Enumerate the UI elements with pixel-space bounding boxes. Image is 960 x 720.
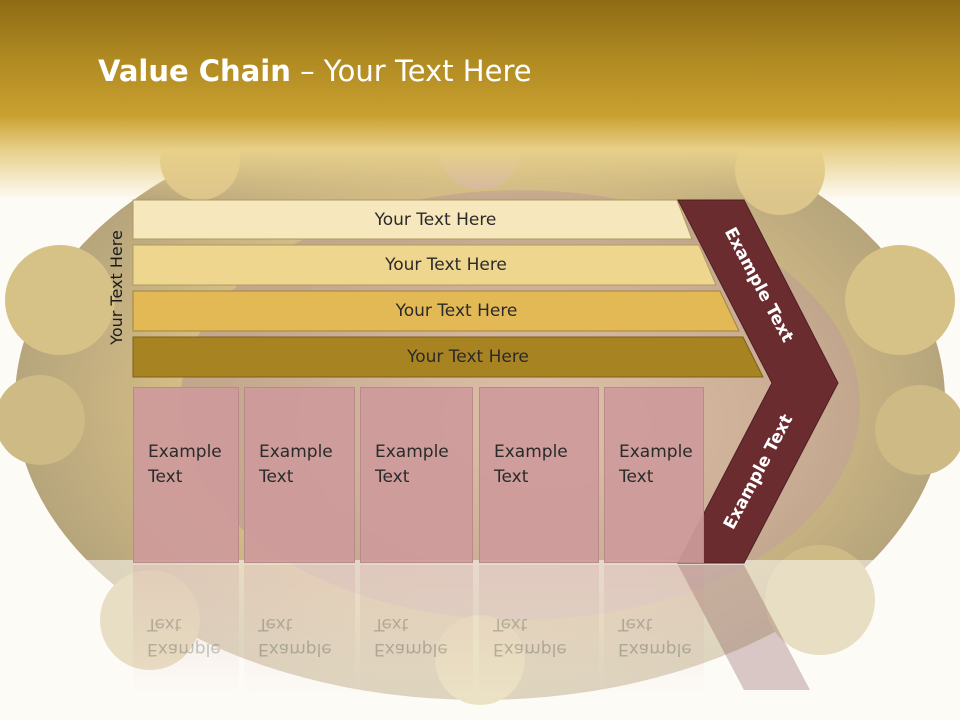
box-5-reflection: Example Text <box>604 565 704 695</box>
box-4-line2: Text <box>494 467 529 487</box>
box-4-reflection-line1: Example <box>493 639 567 659</box>
header-band <box>0 0 960 200</box>
bar-3-shape <box>132 290 740 332</box>
box-1-line1: Example <box>148 442 222 462</box>
activity-box-3: Example Text <box>360 387 473 563</box>
box-4-reflection-line2: Text <box>493 614 528 634</box>
box-2-reflection: Example Text <box>244 565 355 695</box>
bar-2: Your Text Here <box>133 245 699 285</box>
bar-1-label: Your Text Here <box>374 209 497 230</box>
box-4-line1: Example <box>494 442 568 462</box>
title-bold: Value Chain <box>98 54 291 88</box>
chevron-shape <box>677 199 839 564</box>
box-5-line2: Text <box>619 467 654 487</box>
bar-4: Your Text Here <box>133 337 743 377</box>
activity-box-2: Example Text <box>244 387 355 563</box>
slide-title: Value Chain – Your Text Here <box>98 54 532 88</box>
bar-3: Your Text Here <box>133 291 720 331</box>
box-3-line2: Text <box>375 467 410 487</box>
box-5-reflection-line2: Text <box>618 614 653 634</box>
box-5-reflection-line1: Example <box>618 639 692 659</box>
bar-2-label: Your Text Here <box>385 255 507 275</box>
box-1-reflection-line2: Text <box>147 614 182 634</box>
bar-4-shape <box>132 336 764 378</box>
box-1-reflection: Example Text <box>133 565 239 695</box>
activity-box-5: Example Text <box>604 387 704 563</box>
box-3-line1: Example <box>375 442 449 462</box>
box-5-line1: Example <box>619 442 693 462</box>
box-2-line2: Text <box>259 467 294 487</box>
box-3-reflection-line1: Example <box>374 639 448 659</box>
box-2-reflection-line1: Example <box>258 639 332 659</box>
box-1-reflection-line1: Example <box>147 639 221 659</box>
bar-1-shape <box>132 199 693 240</box>
box-2-line1: Example <box>259 442 333 462</box>
box-3-reflection-line2: Text <box>374 614 409 634</box>
side-label: Your Text Here <box>94 215 138 360</box>
title-rest: – Your Text Here <box>290 54 532 88</box>
activity-box-4: Example Text <box>479 387 599 563</box>
box-2-reflection-line2: Text <box>258 614 293 634</box>
bar-2-shape <box>132 244 717 286</box>
activity-box-1: Example Text <box>133 387 239 563</box>
bar-3-label: Your Text Here <box>395 301 518 321</box>
bar-4-label: Your Text Here <box>407 347 529 367</box>
box-1-line2: Text <box>148 467 183 487</box>
bar-1: Your Text Here <box>133 200 678 239</box>
chevron-reflection <box>678 565 810 690</box>
box-3-reflection: Example Text <box>360 565 473 695</box>
side-label-text: Your Text Here <box>106 230 126 345</box>
box-4-reflection: Example Text <box>479 565 599 695</box>
